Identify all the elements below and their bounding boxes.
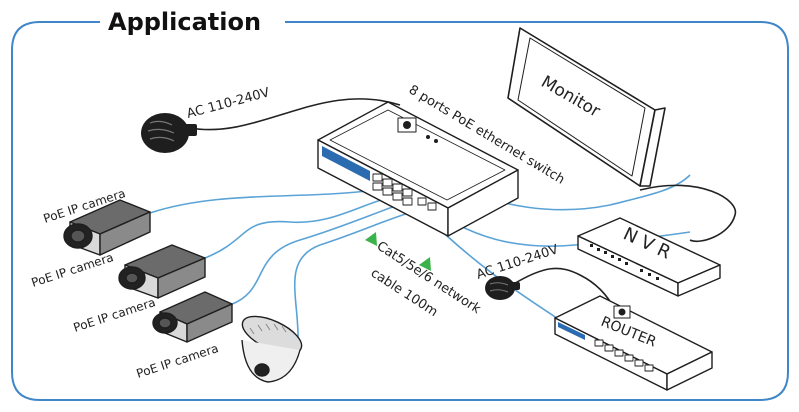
cable-nvr-monitor <box>639 184 737 242</box>
camera4-label: PoE IP camera <box>135 341 221 381</box>
poe-switch-device <box>317 101 519 237</box>
camera2-label: PoE IP camera <box>30 250 116 290</box>
cable-camera1 <box>149 189 376 214</box>
cable-camera4 <box>293 211 413 346</box>
arrow-left <box>365 232 377 246</box>
camera1-device <box>63 199 151 256</box>
power-plug-router <box>485 276 520 300</box>
ac-label-top: AC 110-240V <box>185 85 271 122</box>
power-plug-switch <box>141 113 197 153</box>
cable-camera2 <box>204 197 389 259</box>
nvr-device <box>577 217 721 297</box>
power-cables <box>189 98 737 311</box>
monitor-device <box>507 27 666 187</box>
power-cable-switch <box>189 98 401 131</box>
camera3-label: PoE IP camera <box>72 295 158 335</box>
frame-border <box>11 21 789 401</box>
camera3-device <box>152 291 233 343</box>
cable-arrows <box>365 232 431 271</box>
cable-camera3 <box>229 204 399 306</box>
diagram-title: Application <box>108 8 261 36</box>
camera2-device <box>118 244 206 299</box>
camera4-dome-device <box>241 315 303 383</box>
switch-ports <box>372 173 437 211</box>
router-device <box>554 295 713 391</box>
arrow-right <box>419 257 431 271</box>
ac-label-right: AC 110-240V <box>475 242 561 283</box>
power-cable-router <box>511 267 616 311</box>
